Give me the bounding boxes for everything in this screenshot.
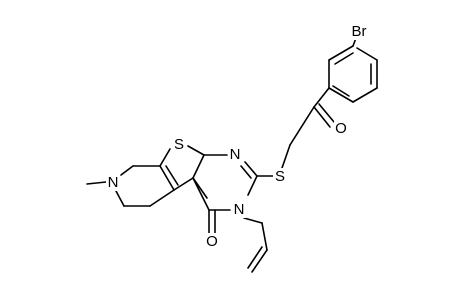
amide-nitrogen-atom: N [232, 201, 246, 218]
bond [243, 217, 263, 224]
atom-label-layer: Br O S N S N O N [106, 23, 371, 250]
bond [173, 177, 194, 191]
bond [281, 144, 291, 169]
ketone-oxygen-atom: O [334, 120, 348, 137]
bond [352, 87, 378, 103]
thiophene-sulfur-atom: S [172, 136, 186, 153]
bond [159, 165, 175, 191]
thioether-sulfur-label: S [275, 168, 285, 185]
bond [247, 175, 258, 196]
bond-layer [86, 37, 378, 273]
pyrimidine-nitrogen-atom: N [228, 146, 242, 163]
bond [115, 190, 125, 207]
thiophene-sulfur-label: S [174, 136, 184, 153]
bond [332, 85, 350, 97]
carbonyl-oxygen-label: O [206, 233, 218, 250]
bond [165, 165, 179, 186]
bond [318, 103, 335, 123]
bond [247, 246, 263, 269]
bond [192, 177, 210, 211]
bromine-label: Br [352, 23, 367, 40]
ketone-oxygen-label: O [335, 120, 347, 137]
bond [328, 87, 354, 103]
amide-nitrogen-label: N [234, 201, 245, 218]
amine-nitrogen-atom: N [106, 174, 120, 191]
amine-nitrogen-label: N [108, 174, 119, 191]
bond [261, 222, 268, 251]
bond [240, 165, 252, 179]
bond [328, 45, 354, 61]
bond [244, 161, 258, 177]
bond [356, 47, 378, 61]
bond [187, 145, 205, 156]
bond [251, 249, 268, 273]
thioether-sulfur-atom: S [273, 168, 287, 185]
bond [313, 87, 330, 108]
bond [86, 181, 107, 185]
bond [334, 52, 354, 65]
carbonyl-oxygen-atom: O [204, 233, 219, 250]
pyrimidine-nitrogen-label: N [230, 146, 241, 163]
bond [289, 106, 315, 146]
bond [120, 165, 134, 176]
bromine-atom: Br [347, 23, 371, 40]
bond [192, 154, 205, 179]
bond [159, 148, 171, 167]
bond [149, 189, 175, 207]
bond [313, 106, 331, 128]
